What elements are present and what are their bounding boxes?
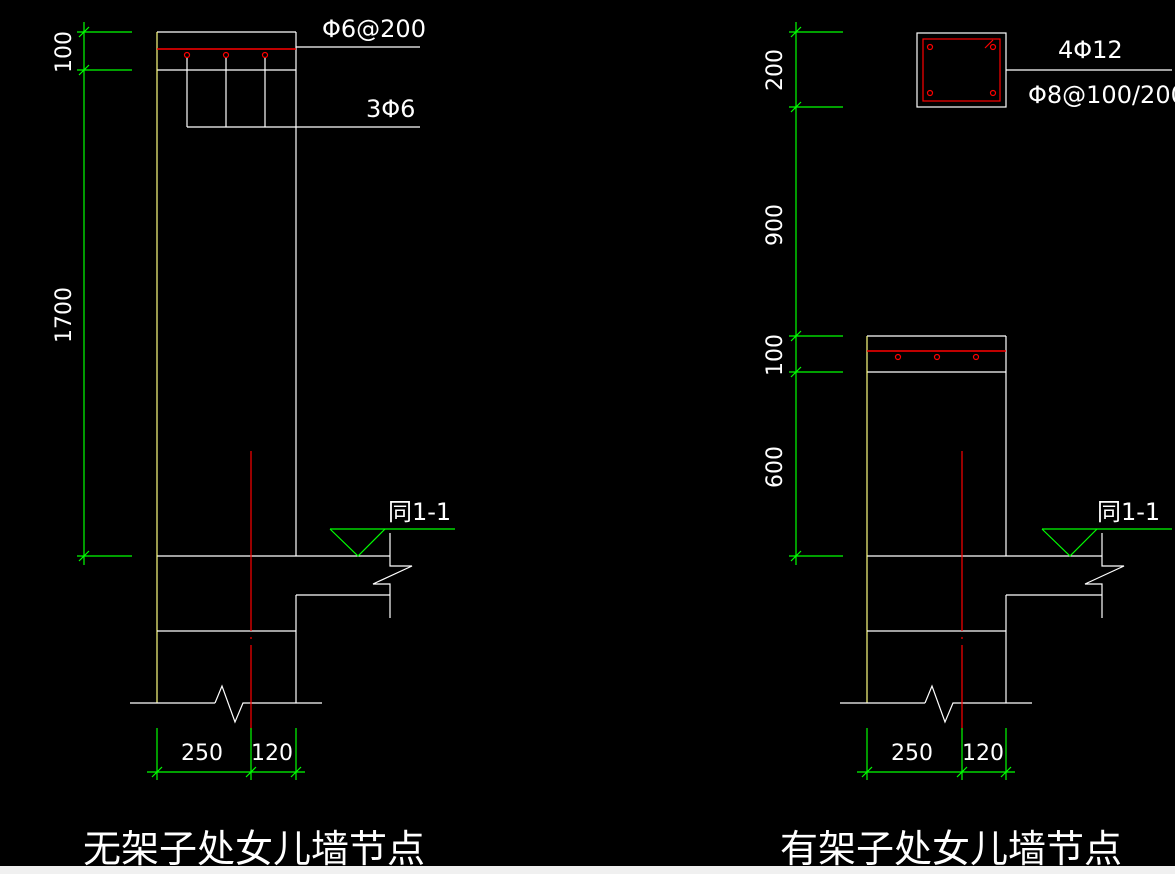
left-detail: Φ6@200 3Φ6 同1-1 100 (52, 15, 455, 871)
right-dim-250: 250 (891, 741, 933, 766)
right-parapet-outline (867, 335, 1102, 557)
right-dim-600: 600 (763, 446, 788, 488)
left-rebar-leaders (186, 46, 420, 128)
right-detail: 4Φ12 Φ8@100/200 (763, 22, 1175, 871)
left-coping-rebar-dots (183, 51, 269, 59)
right-vertical-dimension (789, 22, 843, 565)
left-dim-120: 120 (251, 741, 293, 766)
right-elevation-label: 同1-1 (1097, 498, 1160, 526)
right-callout-stirrup: Φ8@100/200 (1028, 81, 1175, 109)
left-callout-bottom: 3Φ6 (366, 95, 415, 123)
left-detail-title: 无架子处女儿墙节点 (83, 827, 425, 871)
right-coping-rebar-dots (894, 353, 980, 361)
left-dim-1700: 1700 (52, 287, 77, 343)
right-column-section (916, 32, 1172, 108)
left-dim-100: 100 (52, 31, 77, 73)
right-slab-break-line (1084, 533, 1125, 618)
right-dim-100: 100 (763, 334, 788, 376)
left-elevation-label: 同1-1 (388, 498, 451, 526)
right-slab-outline (840, 594, 1102, 724)
left-dim-250: 250 (181, 741, 223, 766)
left-callout-top: Φ6@200 (322, 15, 426, 43)
left-elevation-mark (329, 528, 455, 557)
right-horizontal-dimension (857, 728, 1015, 780)
right-elevation-mark (1041, 528, 1172, 557)
right-dim-200: 200 (763, 49, 788, 91)
left-slab-break-line (372, 533, 413, 618)
left-vertical-dimension (77, 22, 132, 565)
left-parapet-outline (157, 31, 390, 557)
left-horizontal-dimension (147, 728, 305, 780)
bottom-strip (0, 866, 1175, 874)
right-callout-main: 4Φ12 (1058, 36, 1123, 64)
right-dim-900: 900 (763, 204, 788, 246)
right-dim-120: 120 (962, 741, 1004, 766)
left-slab-outline (130, 594, 390, 724)
right-detail-title: 有架子处女儿墙节点 (780, 827, 1122, 871)
